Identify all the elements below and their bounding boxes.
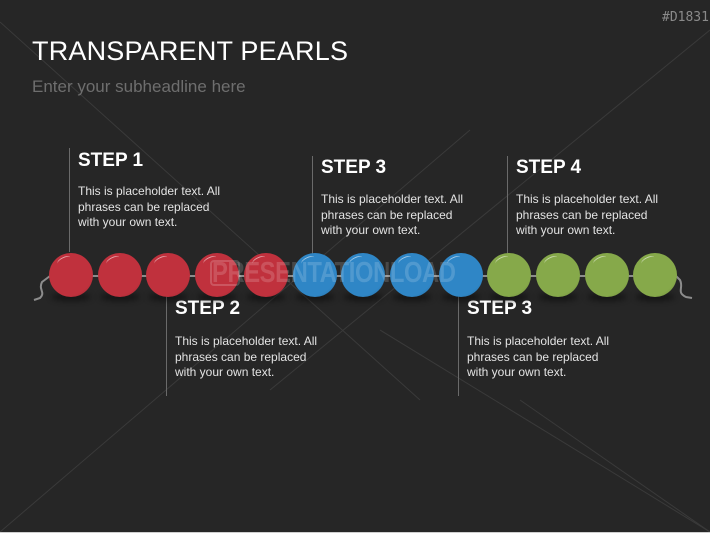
step-heading: STEP 3 (321, 157, 387, 178)
step-description: This is placeholder text. All phrases ca… (321, 192, 464, 237)
slide-title: TRANSPARENT PEARLS (32, 36, 349, 66)
step-connector-line (69, 148, 70, 252)
pearl (584, 253, 629, 297)
pearl (243, 253, 288, 297)
pearl (341, 253, 386, 297)
pearl-shadow (343, 293, 384, 301)
step-heading: STEP 2 (175, 298, 241, 319)
pearl (49, 253, 93, 297)
decorative-lines (0, 21, 710, 532)
watermark-logo-icon (210, 260, 240, 286)
pearl-shadow (538, 293, 578, 301)
pearl (97, 253, 142, 297)
step-description: This is placeholder text. All phrases ca… (467, 334, 610, 379)
step-description: This is placeholder text. All phrases ca… (78, 184, 221, 229)
step-connector-line (507, 156, 508, 256)
step-description: This is placeholder text. All phrases ca… (516, 192, 659, 237)
pearl (146, 253, 191, 297)
pearl-shadow (635, 293, 676, 301)
pearl (438, 253, 483, 297)
slide-bottom-edge (0, 532, 710, 533)
step-description: This is placeholder text. All phrases ca… (175, 334, 318, 379)
pearl (195, 253, 240, 297)
step-connector-line (312, 156, 313, 256)
pearl (487, 253, 532, 297)
step-heading: STEP 4 (516, 157, 582, 178)
pearl-shadow (245, 293, 286, 301)
pearl-shadow (586, 293, 627, 301)
pearl (536, 253, 580, 297)
pearl (292, 253, 337, 297)
pearl-shadow (197, 293, 238, 301)
pearl-shadow (99, 293, 140, 301)
pearl (633, 253, 678, 297)
pearl-shadow (391, 293, 432, 301)
pearl-shadow (440, 293, 481, 301)
step-connector-line (166, 278, 167, 396)
step-heading: STEP 3 (467, 298, 533, 319)
step-heading: STEP 1 (78, 150, 144, 171)
pearl-shadow (489, 293, 530, 301)
pearl-shadow (51, 293, 91, 301)
slide-code: #D1831 (662, 10, 709, 25)
slide: #D1831 TRANSPARENT PEARLS Enter your sub… (0, 0, 710, 532)
slide-subtitle: Enter your subheadline here (32, 77, 246, 96)
watermark: PRESENTATIONLOAD (212, 257, 456, 289)
step-connector-line (458, 278, 459, 396)
pearl-shadow (148, 293, 189, 301)
pearl-shadow (294, 293, 335, 301)
pearl (389, 253, 434, 297)
